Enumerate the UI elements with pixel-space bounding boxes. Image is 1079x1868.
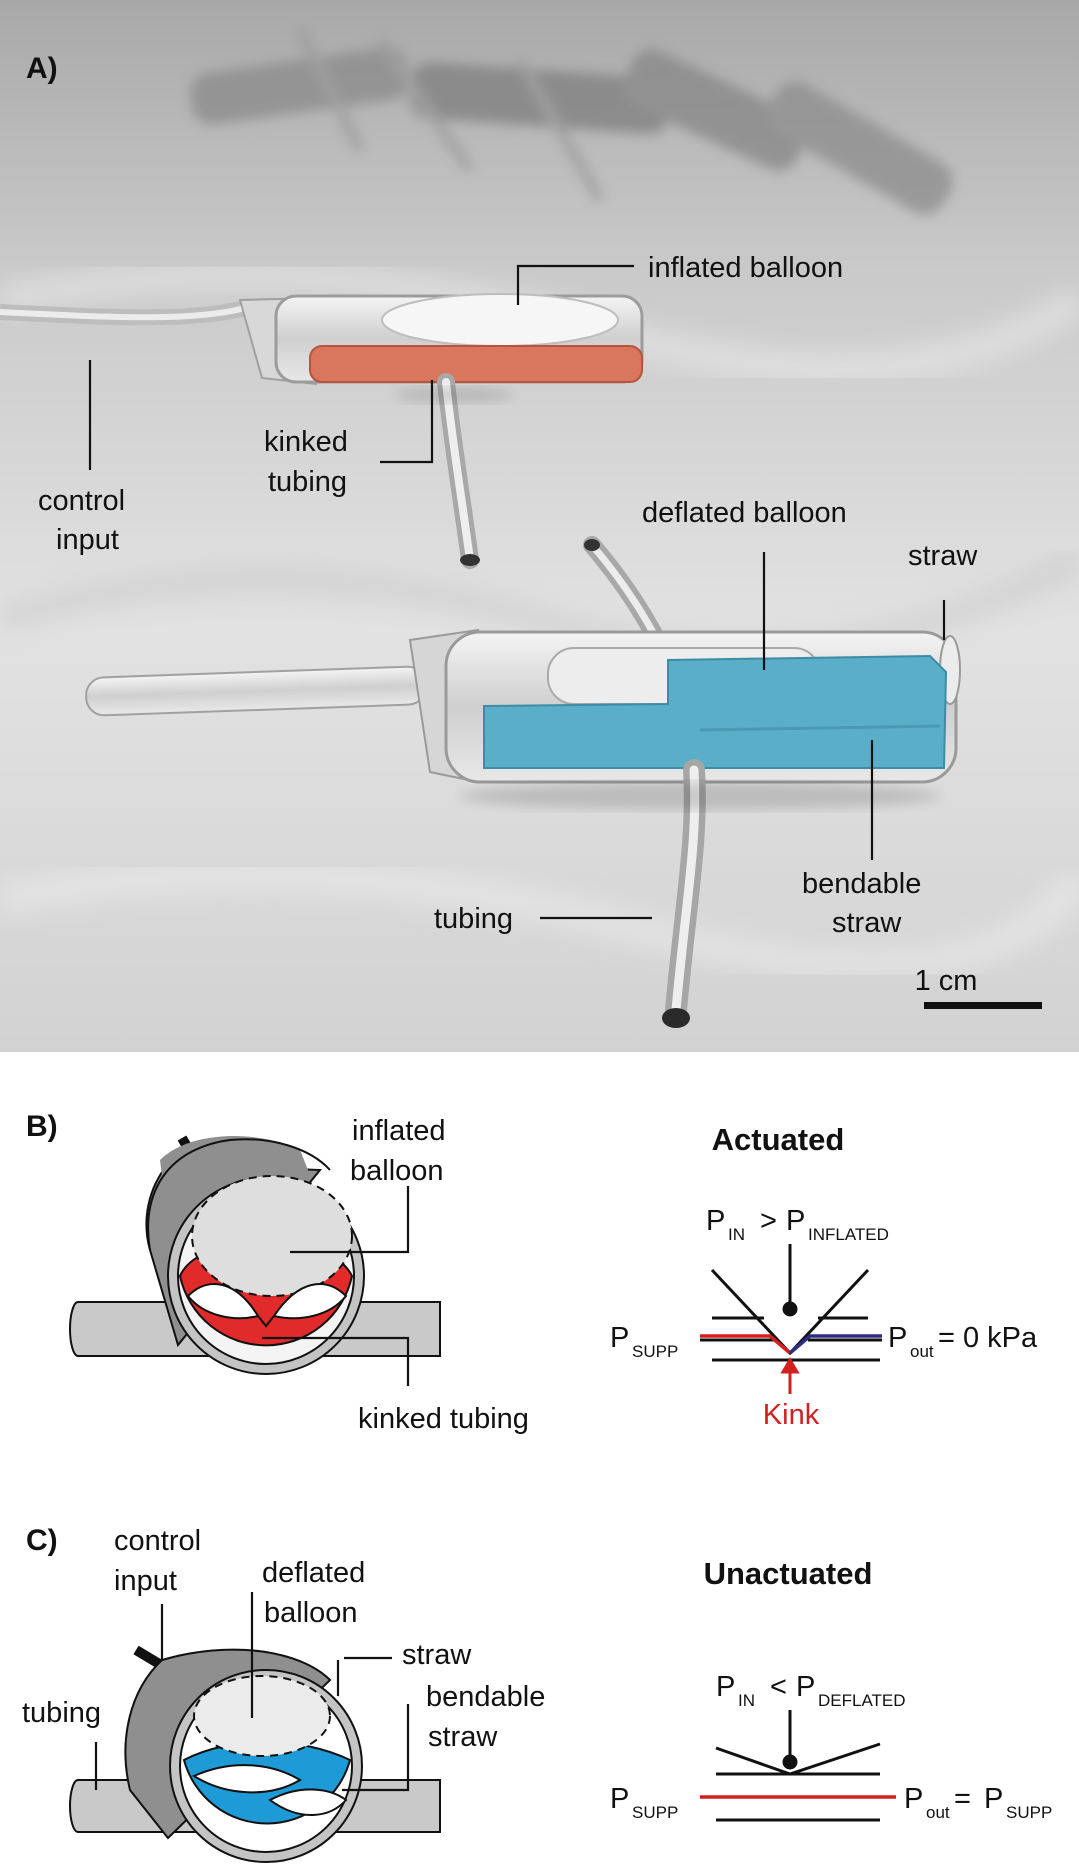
svg-text:=: = [954, 1783, 971, 1815]
deflated-balloon-drawing [193, 1675, 331, 1757]
label-bendable-straw: straw [832, 907, 902, 939]
svg-text:P: P [610, 1783, 629, 1815]
b-title: Actuated [712, 1122, 845, 1157]
svg-text:INFLATED: INFLATED [808, 1225, 889, 1244]
svg-text:P: P [706, 1205, 725, 1237]
b-label-inflated: inflated [352, 1115, 446, 1147]
inflated-balloon-drawing [191, 1175, 353, 1297]
label-bendable: bendable [802, 868, 921, 900]
b-label-balloon: balloon [350, 1155, 444, 1187]
panel-a-letter: A) [26, 52, 58, 85]
svg-text:SUPP: SUPP [632, 1803, 678, 1822]
svg-text:SUPP: SUPP [632, 1342, 678, 1361]
svg-text:P: P [786, 1205, 805, 1237]
panel-a-callouts [88, 264, 946, 920]
svg-text:= 0 kPa: = 0 kPa [938, 1322, 1038, 1354]
b-label-kinked-tubing: kinked tubing [358, 1403, 529, 1435]
label-straw: straw [908, 540, 978, 572]
b-out-line [788, 1334, 882, 1355]
c-label-deflated: deflated [262, 1557, 365, 1589]
panel-a-photo: A) inflated balloon kinked tubing contro… [0, 0, 1079, 1052]
c-psupp-label: P SUPP [610, 1783, 678, 1822]
b-supply-line [700, 1334, 792, 1355]
label-kinked-tubing: tubing [268, 466, 347, 498]
c-label-balloon: balloon [264, 1597, 358, 1629]
c-label-bendable-straw: straw [428, 1721, 498, 1753]
scale-bar [924, 1002, 1042, 1009]
svg-text:P: P [904, 1783, 923, 1815]
label-tubing: tubing [434, 903, 513, 935]
svg-text:P: P [984, 1783, 1003, 1815]
c-valve-schematic [700, 1710, 896, 1822]
b-psupp-label: P SUPP [610, 1322, 678, 1361]
panel-b: B) inflated balloon [26, 1110, 1038, 1435]
device-inflated [0, 293, 644, 569]
svg-text:out: out [926, 1803, 950, 1822]
svg-text:P: P [716, 1671, 735, 1703]
svg-text:P: P [610, 1322, 629, 1354]
svg-text:>: > [760, 1205, 777, 1237]
label-input: input [56, 524, 119, 556]
inflated-balloon-shape [381, 293, 619, 347]
label-inflated-balloon: inflated balloon [648, 252, 843, 284]
svg-text:SUPP: SUPP [1006, 1803, 1052, 1822]
c-label-bendable: bendable [426, 1681, 545, 1713]
bendable-straw-shape [483, 654, 948, 769]
panel-c: C) control input deflated balloon straw … [22, 1524, 1052, 1863]
c-title: Unactuated [704, 1556, 873, 1591]
b-valve-schematic [700, 1244, 882, 1394]
b-pin-expression: P IN > P INFLATED [706, 1205, 889, 1244]
b-pout-label: P out = 0 kPa [888, 1322, 1038, 1361]
svg-text:out: out [910, 1342, 934, 1361]
label-deflated-balloon: deflated balloon [642, 497, 847, 529]
c-pin-expression: P IN < P DEFLATED [716, 1671, 906, 1710]
svg-text:<: < [770, 1671, 787, 1703]
kinked-tubing-shape [309, 345, 643, 383]
panel-b-letter: B) [26, 1110, 58, 1143]
c-label-control: control [114, 1525, 201, 1557]
kink-label: Kink [763, 1399, 820, 1431]
svg-text:IN: IN [738, 1691, 755, 1710]
label-kinked: kinked [264, 426, 348, 458]
scale-bar-label: 1 cm [915, 965, 978, 997]
svg-text:IN: IN [728, 1225, 745, 1244]
background-devices [190, 27, 953, 215]
c-label-straw: straw [402, 1639, 472, 1671]
c-label-tubing: tubing [22, 1697, 101, 1729]
diagram-actuated [69, 1135, 441, 1375]
diagram-unactuated [69, 1645, 441, 1863]
c-pout-label: P out = P SUPP [904, 1783, 1052, 1822]
panel-c-letter: C) [26, 1524, 58, 1557]
device-deflated [85, 536, 961, 1028]
c-label-input: input [114, 1565, 177, 1597]
svg-text:P: P [888, 1322, 907, 1354]
svg-text:DEFLATED: DEFLATED [818, 1691, 906, 1710]
svg-text:P: P [796, 1671, 815, 1703]
label-control: control [38, 485, 125, 517]
